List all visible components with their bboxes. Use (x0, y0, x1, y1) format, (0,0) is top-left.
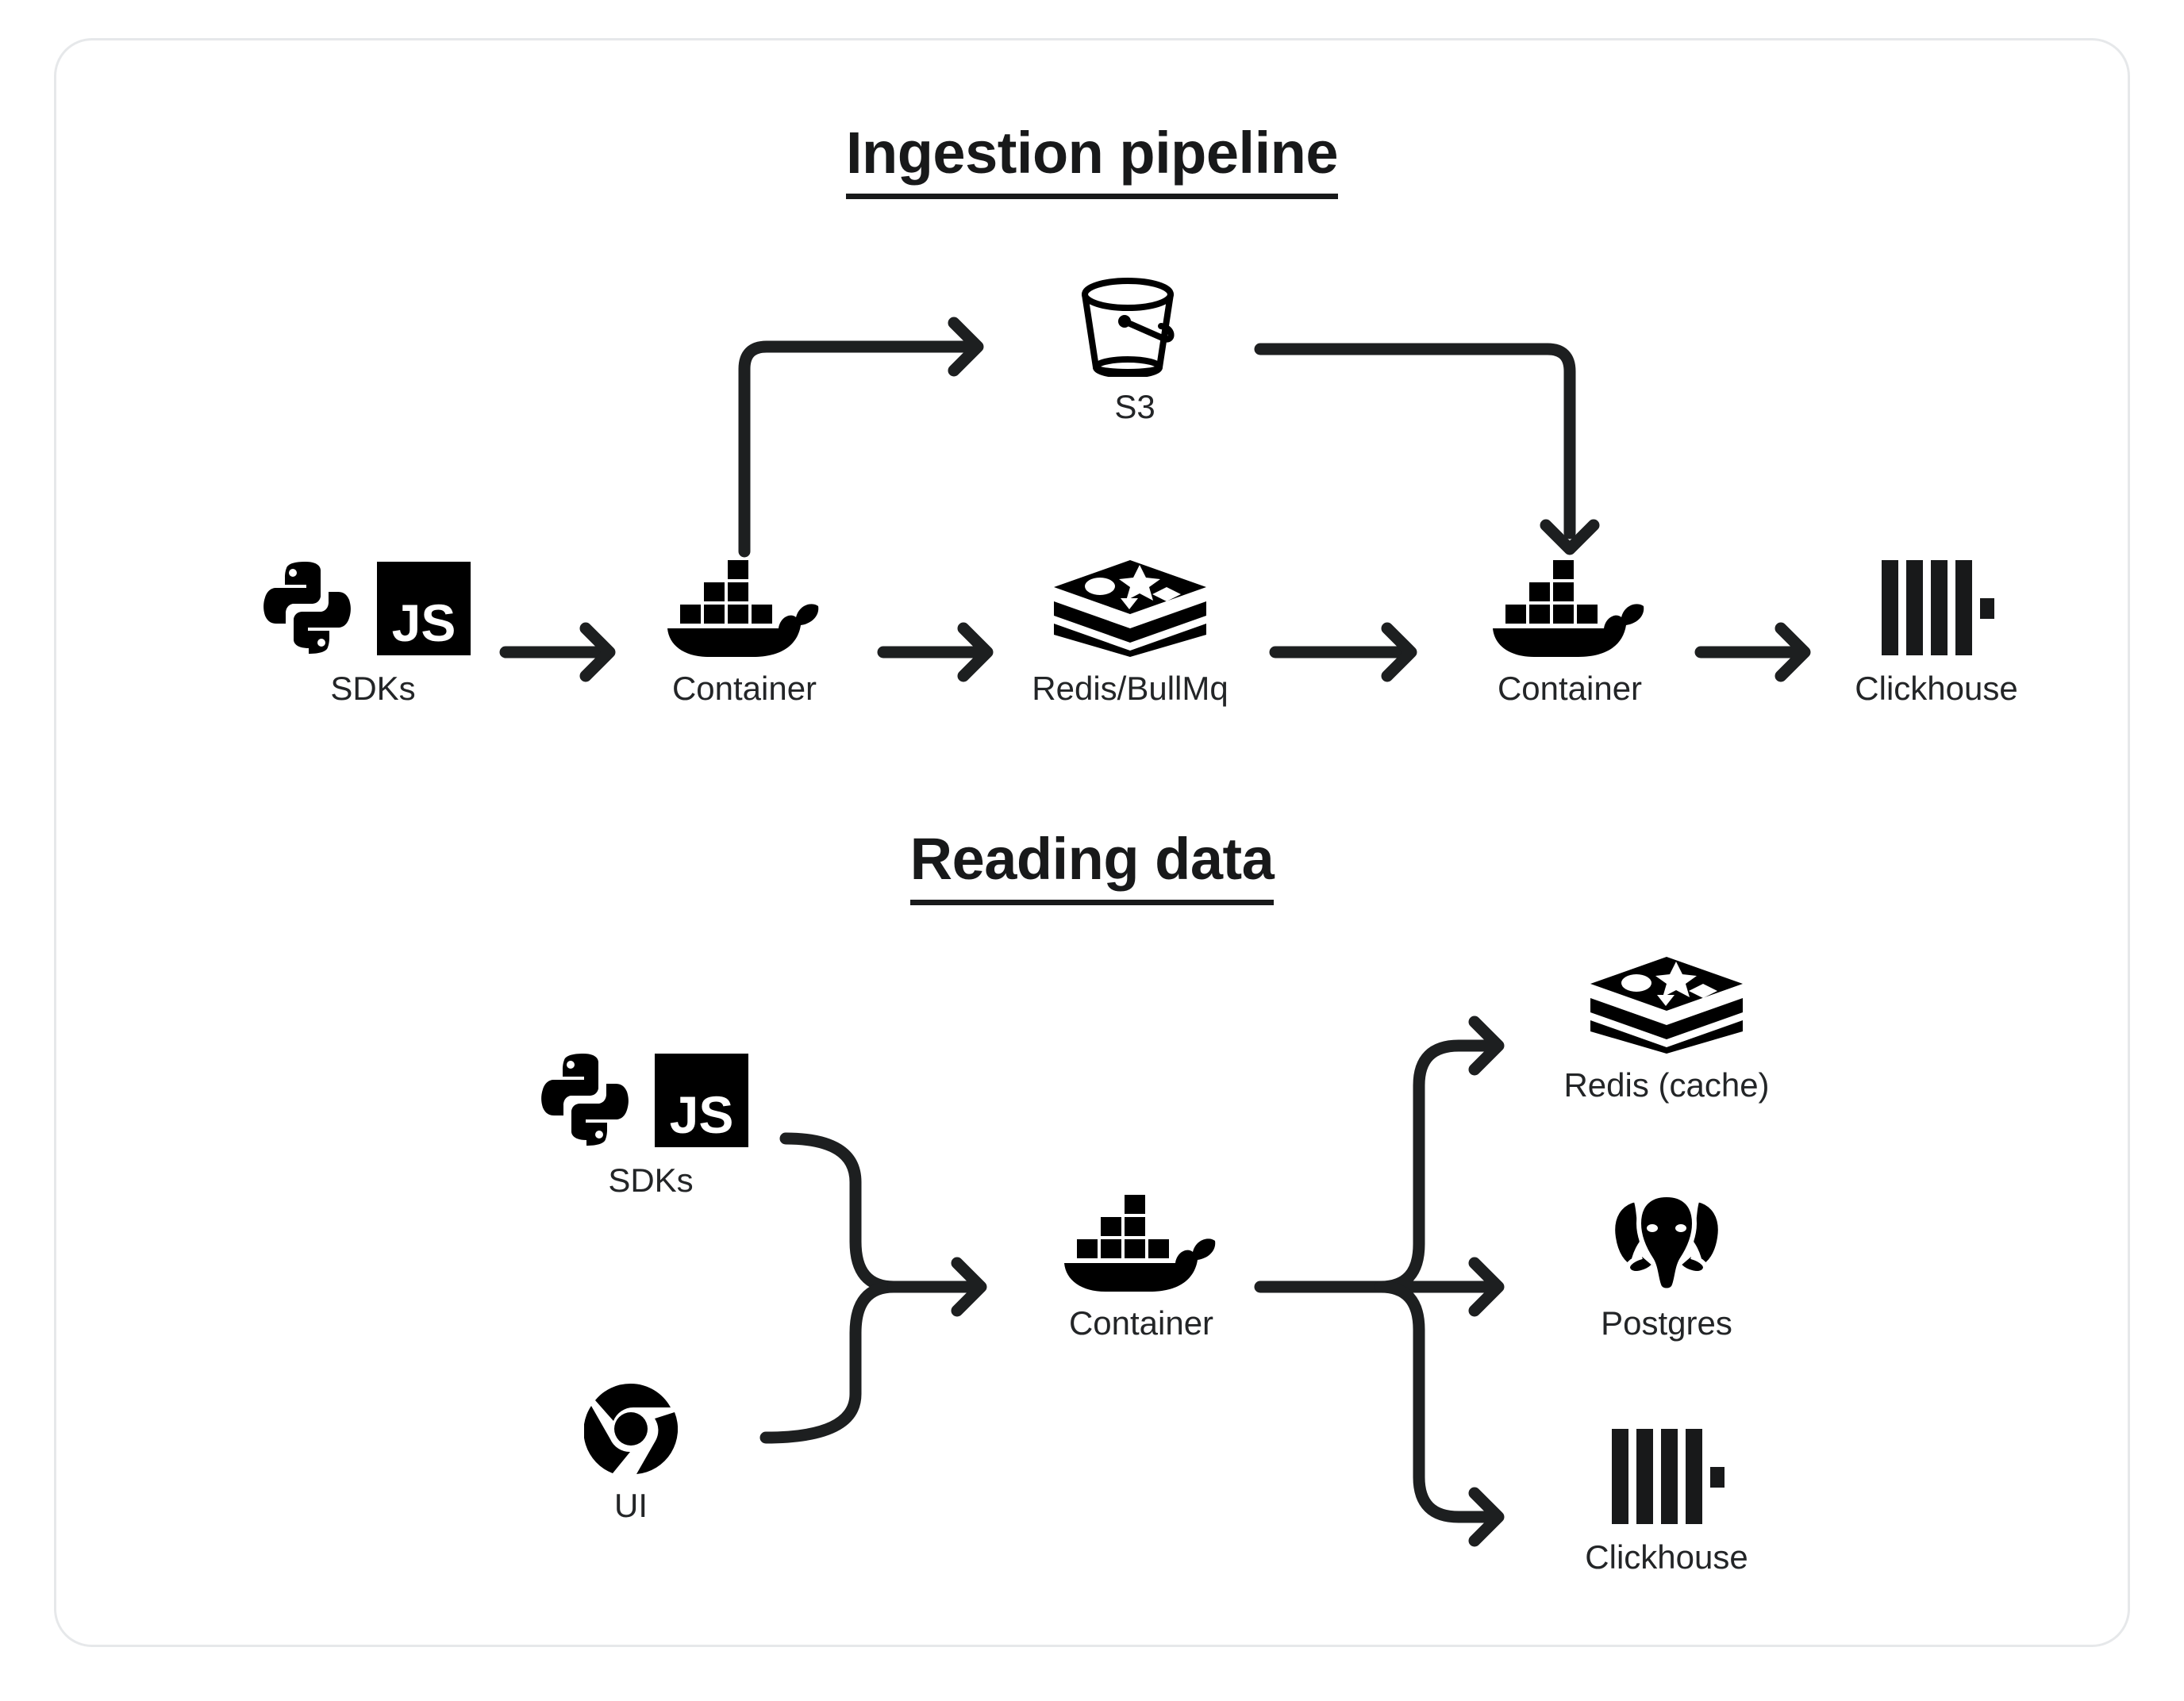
node-label: Clickhouse (1855, 670, 2018, 707)
node-postgres[interactable]: Postgres (1548, 1190, 1786, 1342)
node-label: UI (614, 1487, 648, 1524)
node-redis-bullmq[interactable]: Redis/BullMq (1011, 555, 1249, 708)
node-label: Container (1068, 1304, 1214, 1342)
python-js-sdk-icon: JS (258, 555, 488, 659)
clickhouse-bars-icon (1607, 1424, 1726, 1527)
node-redis-cache[interactable]: Redis (cache) (1548, 952, 1786, 1104)
chrome-icon (584, 1373, 678, 1476)
section-title-ingestion: Ingestion pipeline (0, 119, 2184, 199)
s3-bucket-icon (1075, 274, 1194, 377)
node-container-1[interactable]: Container (625, 555, 863, 708)
node-label: SDKs (608, 1162, 694, 1199)
node-sdks-2[interactable]: JS SDKs (532, 1047, 770, 1200)
node-label: Container (1497, 670, 1643, 707)
node-ui[interactable]: UI (512, 1373, 750, 1525)
docker-whale-icon (661, 555, 828, 659)
node-label: Redis (cache) (1563, 1066, 1770, 1104)
node-container-3[interactable]: Container (1022, 1190, 1260, 1342)
diagram-card (54, 38, 2130, 1647)
node-container-2[interactable]: Container (1451, 555, 1689, 708)
redis-stack-icon (1587, 952, 1746, 1055)
docker-whale-icon (1486, 555, 1653, 659)
node-s3[interactable]: S3 (1016, 274, 1254, 426)
node-label: Postgres (1601, 1304, 1732, 1342)
node-label: SDKs (330, 670, 416, 707)
section-title-reading: Reading data (0, 825, 2184, 905)
node-clickhouse-1[interactable]: Clickhouse (1817, 555, 2055, 708)
node-label: Clickhouse (1585, 1538, 1748, 1576)
section-title-ingestion-text: Ingestion pipeline (845, 120, 1339, 199)
python-js-sdk-icon: JS (536, 1047, 766, 1150)
svg-text:JS: JS (392, 593, 456, 652)
svg-text:JS: JS (670, 1085, 734, 1144)
node-label: Container (671, 670, 817, 707)
node-label: Redis/BullMq (1032, 670, 1228, 707)
node-label: S3 (1114, 388, 1155, 425)
node-sdks-1[interactable]: JS SDKs (254, 555, 492, 708)
postgres-elephant-icon (1607, 1190, 1726, 1293)
node-clickhouse-2[interactable]: Clickhouse (1548, 1424, 1786, 1576)
section-title-reading-text: Reading data (909, 826, 1275, 905)
clickhouse-bars-icon (1877, 555, 1996, 659)
docker-whale-icon (1058, 1190, 1225, 1293)
redis-stack-icon (1051, 555, 1209, 659)
